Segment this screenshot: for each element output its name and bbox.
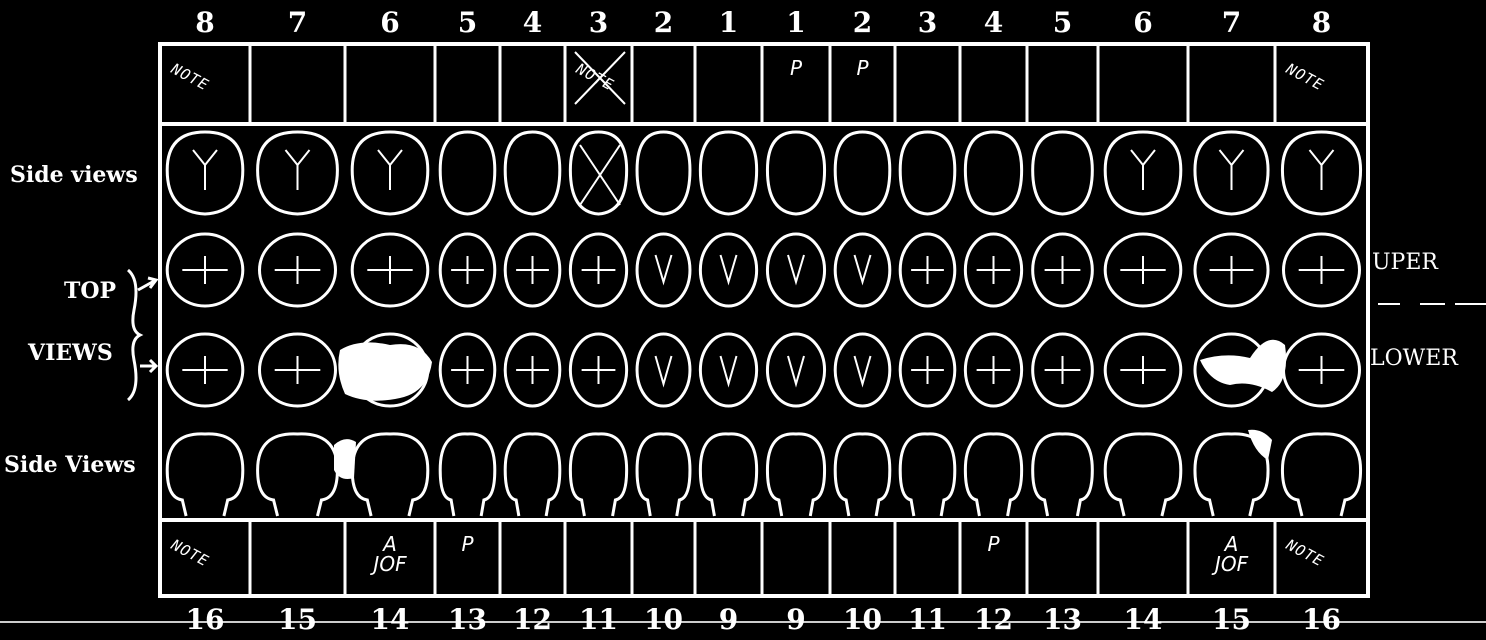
upper-side-tooth (965, 132, 1021, 214)
incisor-mark (788, 356, 804, 384)
incisor-mark (721, 255, 737, 282)
tooth-fissure (977, 256, 1011, 284)
tooth-fissure (516, 256, 549, 284)
tooth-fissure (275, 256, 321, 284)
arrow-up (138, 278, 156, 290)
filling-blob (334, 439, 356, 479)
tooth-fissure (1045, 356, 1081, 384)
lower-side-tooth (767, 434, 824, 516)
lower-occlusal-tooth (637, 334, 690, 406)
lower-side-tooth (1282, 434, 1360, 516)
lower-side-tooth (1105, 434, 1181, 516)
tooth-fissure (1120, 256, 1165, 284)
lower-side-tooth (900, 434, 955, 516)
upper-side-tooth (767, 132, 824, 214)
tooth-fissure (1310, 150, 1334, 190)
arrow-down (140, 360, 156, 372)
tooth-fissure (911, 356, 944, 384)
lower-side-tooth (440, 434, 495, 516)
box-mark: A JOF (1190, 534, 1273, 574)
box-mark: P (832, 58, 893, 78)
upper-side-tooth (440, 132, 495, 214)
tooth-fissure (1299, 256, 1345, 284)
tooth-fissure (1045, 256, 1081, 284)
tooth-fissure (1120, 356, 1165, 384)
box-mark: P (962, 534, 1025, 554)
tooth-fissure (911, 256, 944, 284)
lower-side-tooth (965, 434, 1021, 516)
tooth-fissure (1210, 256, 1254, 284)
lower-side-tooth (835, 434, 890, 516)
lower-side-tooth (570, 434, 626, 516)
upper-occlusal-tooth (835, 234, 890, 306)
tooth-fissure (193, 150, 217, 190)
upper-occlusal-tooth (767, 234, 824, 306)
box-mark: A JOF (347, 534, 433, 574)
upper-side-tooth (1033, 132, 1093, 214)
box-mark: P (764, 58, 828, 78)
incisor-mark (855, 356, 871, 384)
upper-side-tooth (637, 132, 690, 214)
lower-side-tooth (637, 434, 690, 516)
tooth-fissure (182, 256, 227, 284)
lower-occlusal-tooth (835, 334, 890, 406)
tooth-fissure (582, 256, 616, 284)
incisor-mark (656, 255, 672, 282)
tooth-fissure (182, 356, 227, 384)
lower-side-tooth (352, 434, 428, 516)
incisor-mark (855, 255, 871, 282)
box-mark: P (437, 534, 498, 554)
tooth-fissure (1131, 150, 1155, 190)
filling-blob (1248, 430, 1272, 460)
chart-frame (160, 44, 1368, 596)
filling-blob (1200, 340, 1286, 392)
tooth-fissure (451, 256, 484, 284)
upper-side-tooth (700, 132, 756, 214)
tooth-fissure (367, 256, 412, 284)
upper-side-tooth (835, 132, 890, 214)
cross-mark (580, 145, 620, 205)
lower-side-tooth (1033, 434, 1093, 516)
incisor-mark (788, 255, 804, 282)
incisor-mark (656, 356, 672, 384)
tooth-fissure (451, 356, 484, 384)
lower-side-tooth (167, 434, 243, 516)
tooth-fissure (582, 356, 616, 384)
upper-occlusal-tooth (700, 234, 756, 306)
filling-blob (338, 342, 432, 400)
lower-side-tooth (505, 434, 560, 516)
upper-occlusal-tooth (637, 234, 690, 306)
lower-occlusal-tooth (767, 334, 824, 406)
tooth-fissure (516, 356, 549, 384)
tooth-fissure (977, 356, 1011, 384)
tooth-fissure (1220, 150, 1244, 190)
upper-side-tooth (900, 132, 955, 214)
upper-side-tooth (505, 132, 560, 214)
tooth-fissure (286, 150, 310, 190)
lower-side-tooth (700, 434, 756, 516)
incisor-mark (721, 356, 737, 384)
tooth-fissure (378, 150, 402, 190)
lower-occlusal-tooth (700, 334, 756, 406)
lower-side-tooth (258, 434, 338, 516)
tooth-fissure (1299, 356, 1345, 384)
tooth-fissure (275, 356, 321, 384)
